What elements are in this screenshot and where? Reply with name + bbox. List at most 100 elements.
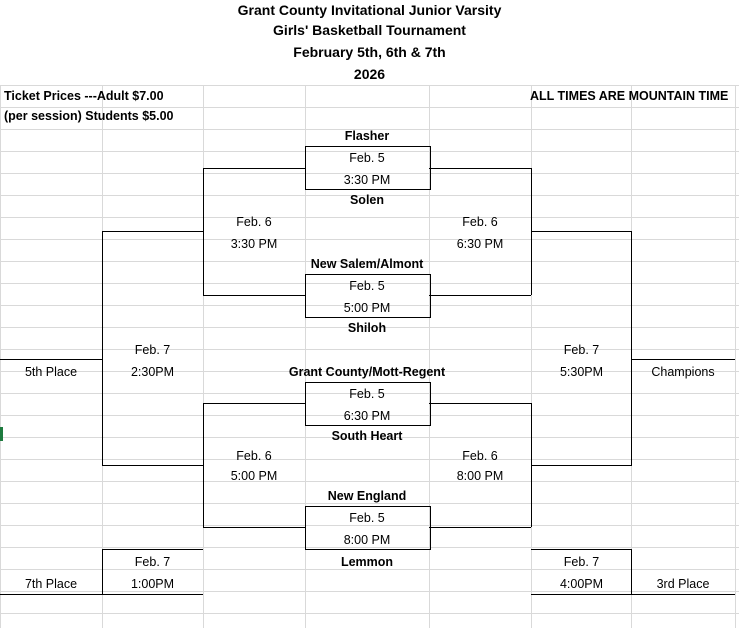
- semi-right-top-time: 6:30 PM: [456, 237, 504, 251]
- grid-row-line: [0, 349, 739, 350]
- time-zone-note: ALL TIMES ARE MOUNTAIN TIME: [530, 89, 729, 103]
- connector: [429, 168, 531, 169]
- semi-left-bottom-time: 5:00 PM: [230, 469, 278, 483]
- ticket-prices-adult: Ticket Prices ---Adult $7.00: [4, 89, 164, 103]
- semi-right-top-date: Feb. 6: [462, 215, 498, 229]
- team-new-salem: New Salem/Almont: [310, 257, 424, 271]
- connector: [631, 231, 632, 465]
- grid-col-line: [735, 85, 736, 628]
- grid-row-line: [0, 437, 739, 438]
- grid-row-line: [0, 547, 739, 548]
- grid-row-line: [0, 415, 739, 416]
- grid-row-line: [0, 393, 739, 394]
- third-place-time: 4:00PM: [559, 577, 604, 591]
- grid-row-line: [0, 85, 739, 86]
- game4-date: Feb. 5: [349, 511, 385, 525]
- game2-time: 5:00 PM: [343, 301, 391, 315]
- semi-left-top-date: Feb. 6: [236, 215, 272, 229]
- grid-row-line: [0, 481, 739, 482]
- team-new-england: New England: [327, 489, 407, 503]
- game3-box: [305, 382, 431, 426]
- third-place-label: 3rd Place: [656, 577, 710, 591]
- title-line-3: February 5th, 6th & 7th: [293, 44, 446, 60]
- grid-row-line: [0, 151, 739, 152]
- connector: [203, 168, 305, 169]
- connector: [429, 527, 531, 528]
- game3-time: 6:30 PM: [343, 409, 391, 423]
- grid-col-line: [0, 85, 1, 628]
- connector: [102, 231, 203, 232]
- connector: [429, 295, 531, 296]
- team-grant-county: Grant County/Mott-Regent: [288, 365, 446, 379]
- grid-col-line: [429, 85, 430, 628]
- team-south-heart: South Heart: [331, 429, 403, 443]
- connector: [102, 465, 203, 466]
- grid-row-line: [0, 305, 739, 306]
- connector: [203, 295, 305, 296]
- grid-row-line: [0, 283, 739, 284]
- grid-row-line: [0, 195, 739, 196]
- grid-row-line: [0, 327, 739, 328]
- grid-row-line: [0, 569, 739, 570]
- connector: [102, 549, 203, 550]
- row-selection-marker: [0, 427, 3, 441]
- game1-time: 3:30 PM: [343, 173, 391, 187]
- grid-row-line: [0, 591, 739, 592]
- champions-label: Champions: [651, 365, 715, 379]
- team-flasher: Flasher: [344, 129, 390, 143]
- connector: [531, 231, 632, 232]
- grid-row-line: [0, 525, 739, 526]
- grid-row-line: [0, 107, 739, 108]
- title-line-2: Girls' Basketball Tournament: [273, 22, 466, 38]
- grid-row-line: [0, 371, 739, 372]
- connector: [631, 549, 632, 594]
- grid-col-line: [531, 85, 532, 628]
- game1-date: Feb. 5: [349, 151, 385, 165]
- fifth-place-line: [0, 359, 102, 360]
- team-shiloh: Shiloh: [347, 321, 387, 335]
- champions-date: Feb. 7: [563, 343, 600, 357]
- grid-row-line: [0, 217, 739, 218]
- champions-line: [631, 359, 735, 360]
- champions-time: 5:30PM: [559, 365, 604, 379]
- game4-box: [305, 506, 431, 550]
- semi-right-bottom-time: 8:00 PM: [456, 469, 504, 483]
- game3-date: Feb. 5: [349, 387, 385, 401]
- connector: [531, 549, 632, 550]
- connector: [203, 168, 204, 295]
- grid-col-line: [203, 85, 204, 628]
- team-solen: Solen: [349, 193, 385, 207]
- semi-right-bottom-date: Feb. 6: [462, 449, 498, 463]
- connector: [429, 403, 531, 404]
- fifth-place-time: 2:30PM: [130, 365, 175, 379]
- game2-date: Feb. 5: [349, 279, 385, 293]
- connector: [203, 403, 204, 527]
- title-line-1: Grant County Invitational Junior Varsity: [237, 2, 502, 18]
- grid-col-line: [305, 85, 306, 628]
- third-place-line: [531, 594, 735, 595]
- title-line-4: 2026: [353, 66, 386, 82]
- game2-box: [305, 274, 431, 318]
- team-lemmon: Lemmon: [340, 555, 394, 569]
- third-place-date: Feb. 7: [563, 555, 600, 569]
- seventh-place-date: Feb. 7: [134, 555, 171, 569]
- fifth-place-label: 5th Place: [24, 365, 78, 379]
- connector: [102, 231, 103, 465]
- fifth-place-date: Feb. 7: [134, 343, 171, 357]
- grid-row-line: [0, 239, 739, 240]
- grid-row-line: [0, 173, 739, 174]
- grid-row-line: [0, 261, 739, 262]
- connector: [203, 403, 305, 404]
- connector: [203, 527, 305, 528]
- semi-left-bottom-date: Feb. 6: [236, 449, 272, 463]
- ticket-prices-students: (per session) Students $5.00: [4, 109, 174, 123]
- seventh-place-label: 7th Place: [24, 577, 78, 591]
- connector: [102, 549, 103, 594]
- game4-time: 8:00 PM: [343, 533, 391, 547]
- grid-row-line: [0, 503, 739, 504]
- grid-row-line: [0, 459, 739, 460]
- semi-left-top-time: 3:30 PM: [230, 237, 278, 251]
- grid-row-line: [0, 613, 739, 614]
- seventh-place-time: 1:00PM: [130, 577, 175, 591]
